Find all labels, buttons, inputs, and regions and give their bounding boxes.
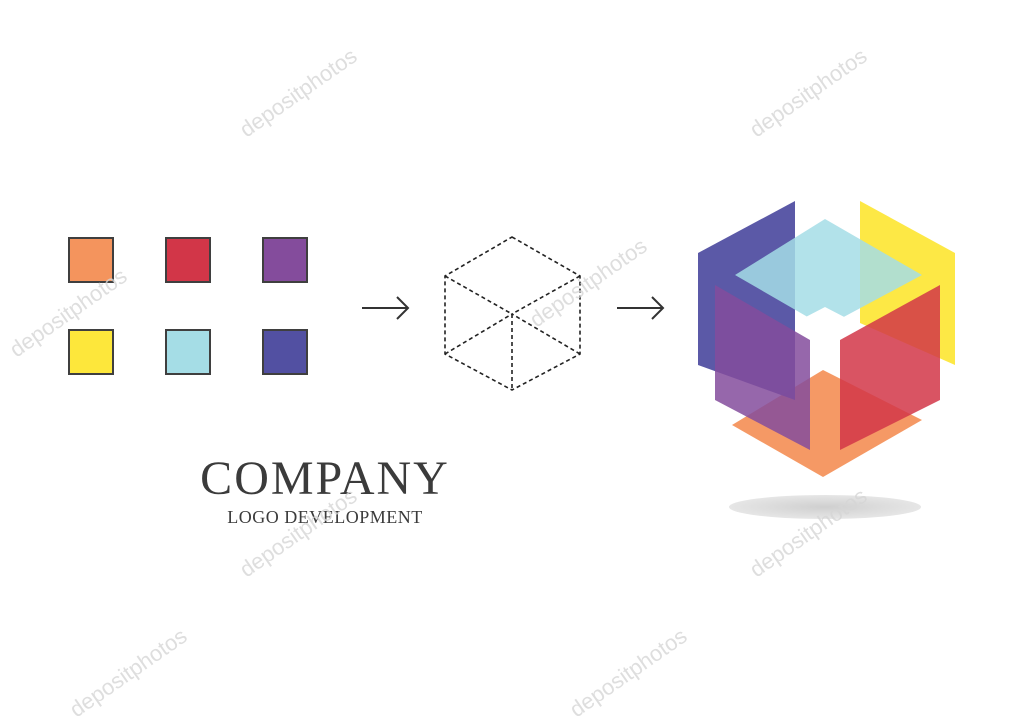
watermark-text: depositphotos — [564, 623, 692, 723]
swatch-orange — [68, 237, 114, 283]
swatch-red — [165, 237, 211, 283]
watermark-text: depositphotos — [744, 43, 872, 143]
arrow-right-icon — [362, 296, 410, 320]
swatch-indigo — [262, 329, 308, 375]
company-subtitle: LOGO DEVELOPMENT — [227, 507, 423, 527]
watermark-text: depositphotos — [234, 43, 362, 143]
cube-logo-icon — [698, 201, 955, 519]
company-title: COMPANY — [200, 452, 450, 505]
swatch-purple — [262, 237, 308, 283]
watermark-text: depositphotos — [64, 623, 192, 723]
arrow-right-icon — [617, 296, 665, 320]
swatch-yellow — [68, 329, 114, 375]
wireframe-cube-icon — [444, 236, 581, 391]
swatch-light-blue — [165, 329, 211, 375]
